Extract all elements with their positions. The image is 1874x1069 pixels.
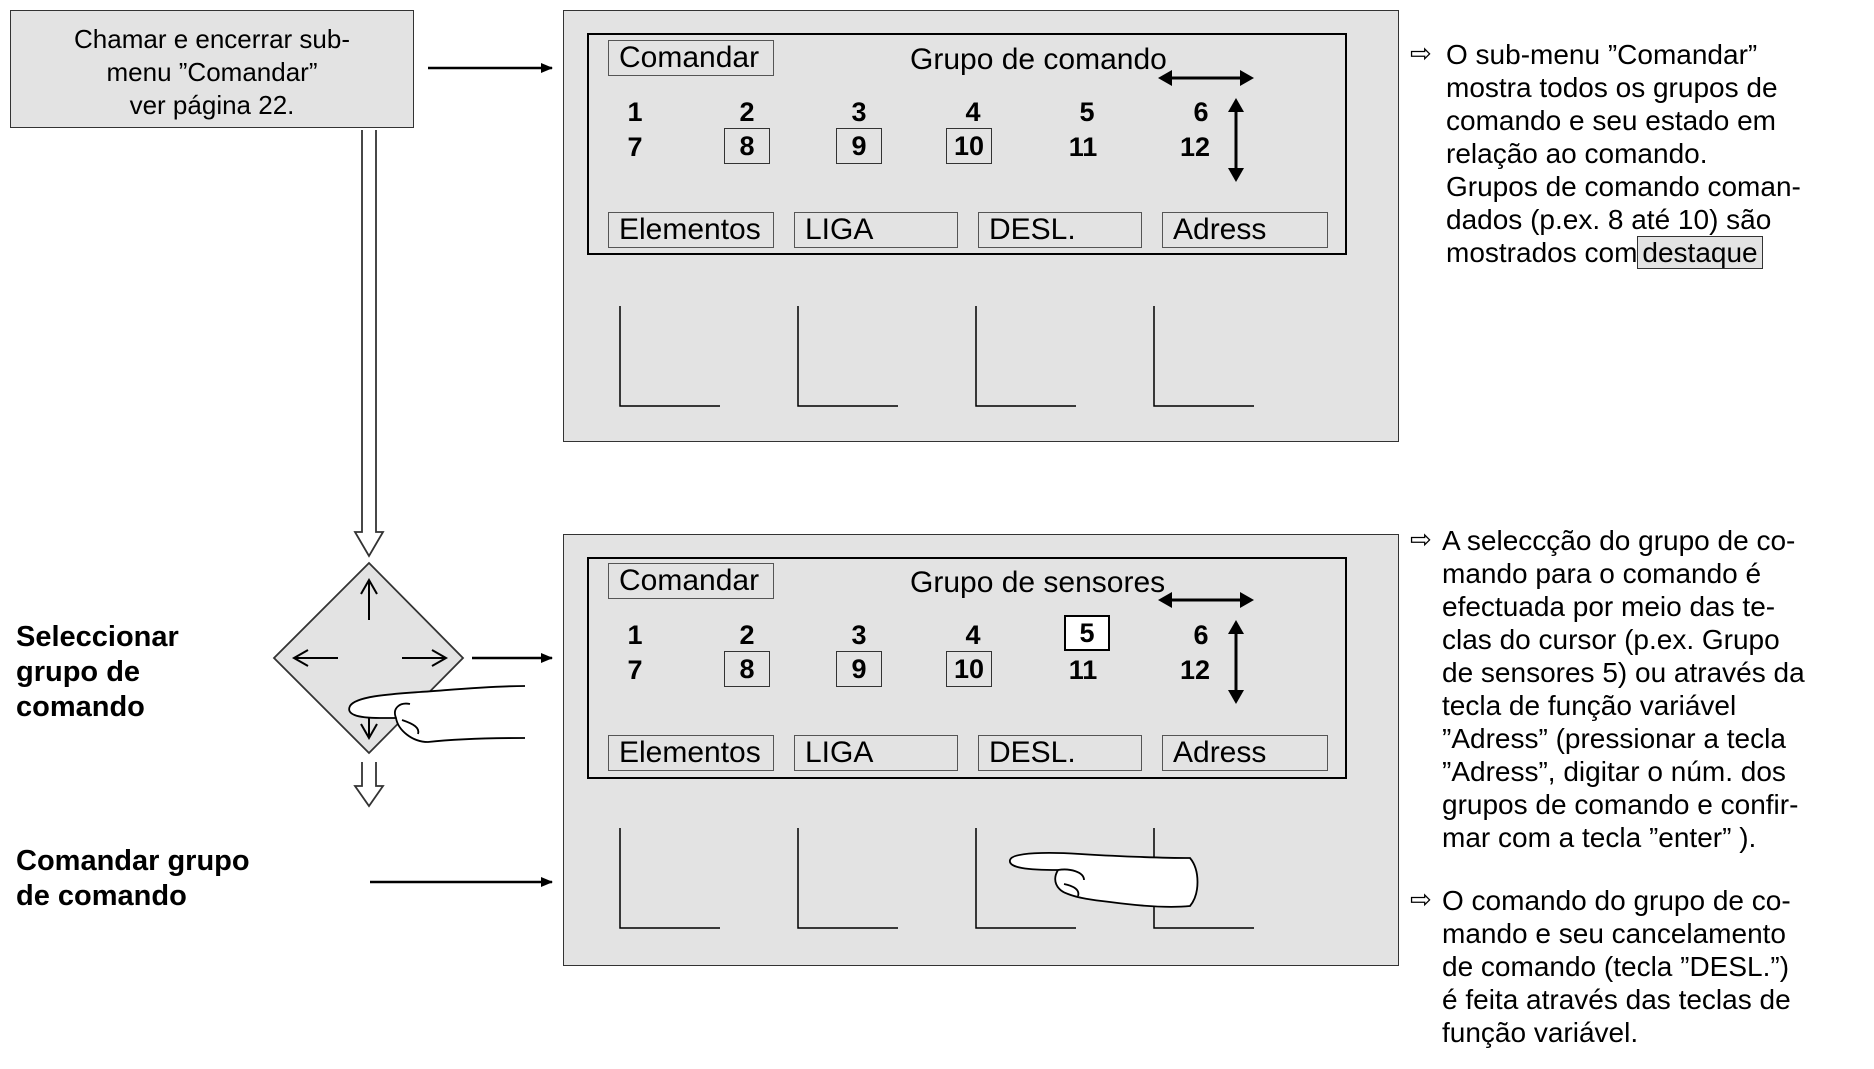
group-number[interactable]: 7	[627, 132, 643, 162]
start-box: Chamar e encerrar sub- menu ”Comandar” v…	[10, 10, 414, 128]
text-line: mando para o comando é	[1442, 558, 1762, 589]
text-line: função variável.	[1442, 1017, 1639, 1048]
double-arrow-icon	[1158, 592, 1254, 704]
group-number[interactable]: 6	[1193, 97, 1209, 127]
group-number-highlighted[interactable]: 8	[724, 128, 770, 164]
select-group-label: Seleccionar grupo de comando	[16, 620, 179, 725]
screen-title: Grupo de sensores	[910, 566, 1166, 599]
group-number[interactable]: 11	[1068, 132, 1098, 162]
start-box-line: ver página 22.	[129, 90, 295, 120]
label-line: Comandar grupo	[16, 845, 250, 877]
function-keys-1[interactable]	[619, 306, 1254, 407]
group-number[interactable]: 5	[1079, 97, 1095, 127]
softkey-adress[interactable]: Adress	[1162, 735, 1328, 771]
text-line: é feita através das teclas de	[1442, 984, 1791, 1015]
function-key[interactable]	[797, 828, 898, 929]
group-number[interactable]: 11	[1068, 655, 1098, 685]
softkey-desl[interactable]: DESL.	[978, 735, 1142, 771]
group-number[interactable]: 3	[851, 620, 867, 650]
display-screen-1	[587, 33, 1347, 255]
text-line: tecla de função variável	[1442, 690, 1737, 721]
mode-label: Comandar	[608, 40, 774, 76]
start-box-line: menu ”Comandar”	[106, 57, 318, 87]
group-number[interactable]: 4	[965, 97, 981, 127]
text-line: mando e seu cancelamento	[1442, 918, 1786, 949]
text-line: Grupos de comando coman-	[1446, 171, 1801, 202]
text-fragment: mostrados com	[1446, 237, 1638, 268]
text-line: comando e seu estado em	[1446, 105, 1776, 136]
softkey-elementos[interactable]: Elementos	[608, 735, 774, 771]
function-key[interactable]	[619, 306, 720, 407]
hollow-right-arrow-icon: ⇨	[1410, 884, 1432, 914]
highlight-example: destaque	[1637, 236, 1763, 269]
label-line: Seleccionar	[16, 621, 179, 653]
text-line: mostra todos os grupos de	[1446, 72, 1778, 103]
hollow-right-arrow-icon: ⇨	[1410, 38, 1432, 68]
group-number[interactable]: 3	[851, 97, 867, 127]
group-number-highlighted[interactable]: 9	[836, 128, 882, 164]
function-key[interactable]	[619, 828, 720, 929]
softkey-liga[interactable]: LIGA	[794, 735, 958, 771]
text-line: relação ao comando.	[1446, 138, 1708, 169]
command-group-label: Comandar grupo de comando	[16, 844, 250, 914]
text-line: ”Adress”, digitar o núm. dos	[1442, 756, 1786, 787]
description-text: O sub-menu ”Comandar” mostra todos os gr…	[1446, 38, 1866, 269]
pointing-hand-icon	[1009, 851, 1199, 908]
hollow-right-arrow-icon: ⇨	[1410, 524, 1432, 554]
hollow-down-arrow-icon	[353, 762, 385, 808]
group-number[interactable]: 2	[739, 97, 755, 127]
softkey-desl[interactable]: DESL.	[978, 212, 1142, 248]
label-line: comando	[16, 691, 145, 723]
text-line: dados (p.ex. 8 até 10) são	[1446, 204, 1772, 235]
group-number[interactable]: 1	[627, 620, 643, 650]
group-number-selected[interactable]: 5	[1064, 615, 1110, 651]
screen-title: Grupo de comando	[910, 43, 1167, 76]
pointing-hand-icon	[348, 685, 526, 743]
text-line: mar com a tecla ”enter” ).	[1442, 822, 1757, 853]
start-box-line: Chamar e encerrar sub-	[74, 24, 350, 54]
text-line: de comando (tecla ”DESL.”)	[1442, 951, 1790, 982]
double-arrow-icon	[1158, 70, 1254, 182]
text-line: A seleccção do grupo de co-	[1442, 525, 1796, 556]
group-number[interactable]: 12	[1179, 655, 1211, 685]
group-number-highlighted[interactable]: 10	[946, 651, 992, 687]
group-number-highlighted[interactable]: 9	[836, 651, 882, 687]
label-line: grupo de	[16, 656, 141, 688]
text-line: de sensores 5) ou através da	[1442, 657, 1805, 688]
description-text: A seleccção do grupo de co- mando para o…	[1442, 524, 1866, 854]
function-key[interactable]	[1153, 306, 1254, 407]
group-number-highlighted[interactable]: 8	[724, 651, 770, 687]
text-line: grupos de comando e confir-	[1442, 789, 1799, 820]
softkey-liga[interactable]: LIGA	[794, 212, 958, 248]
mode-label: Comandar	[608, 563, 774, 599]
hollow-down-arrow-icon	[353, 130, 385, 558]
description-text: O comando do grupo de co- mando e seu ca…	[1442, 884, 1866, 1049]
group-number[interactable]: 6	[1193, 620, 1209, 650]
function-key[interactable]	[975, 828, 1076, 929]
softkey-adress[interactable]: Adress	[1162, 212, 1328, 248]
text-line: ”Adress” (pressionar a tecla	[1442, 723, 1786, 754]
group-number[interactable]: 12	[1179, 132, 1211, 162]
text-line: efectuada por meio das te-	[1442, 591, 1776, 622]
group-number[interactable]: 2	[739, 620, 755, 650]
group-number-highlighted[interactable]: 10	[946, 128, 992, 164]
function-key[interactable]	[797, 306, 898, 407]
softkey-elementos[interactable]: Elementos	[608, 212, 774, 248]
text-line: O comando do grupo de co-	[1442, 885, 1791, 916]
group-number[interactable]: 4	[965, 620, 981, 650]
function-key[interactable]	[975, 306, 1076, 407]
text-line: O sub-menu ”Comandar”	[1446, 39, 1758, 70]
group-number[interactable]: 7	[627, 655, 643, 685]
label-line: de comando	[16, 880, 187, 912]
display-screen-2	[587, 557, 1347, 779]
text-line: clas do cursor (p.ex. Grupo	[1442, 624, 1780, 655]
group-number[interactable]: 1	[627, 97, 643, 127]
